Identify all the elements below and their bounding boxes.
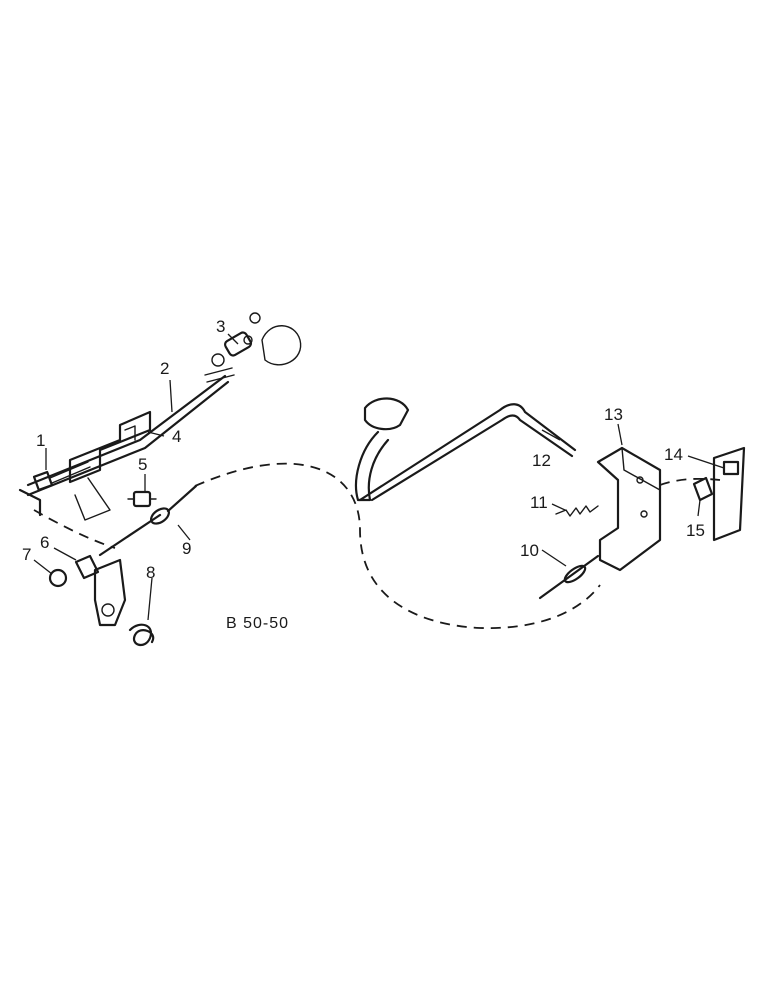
part-13-mount-bracket	[596, 446, 662, 572]
part-5-clamp	[127, 490, 157, 508]
part-9-cable-end	[98, 484, 198, 557]
callout-3: 3	[216, 317, 225, 336]
callout-2: 2	[160, 359, 169, 378]
pivot-mount	[249, 312, 302, 366]
part-10-cable-adjuster	[538, 554, 600, 600]
callout-4: 4	[172, 427, 181, 446]
part-14-plate	[712, 446, 746, 542]
callout-5: 5	[138, 455, 147, 474]
callout-10: 10	[520, 541, 539, 560]
part-3-clevis	[211, 331, 253, 367]
part-8-spring	[128, 623, 155, 647]
callout-14: 14	[664, 445, 683, 464]
part-7-nut	[48, 568, 68, 588]
leader-lines	[33, 333, 725, 621]
lever-arm	[93, 558, 127, 627]
callout-6: 6	[40, 533, 49, 552]
callout-1: 1	[36, 431, 45, 450]
part-2-control-rod	[18, 367, 235, 517]
part-1-nut-bolt	[32, 461, 91, 492]
cable-route-return	[33, 509, 116, 549]
part-11-spring	[555, 505, 599, 517]
callout-8: 8	[146, 563, 155, 582]
part-4-bracket	[68, 410, 152, 521]
cable-route	[194, 462, 601, 629]
callout-7: 7	[22, 545, 31, 564]
callout-15: 15	[686, 521, 705, 540]
callout-9: 9	[182, 539, 191, 558]
callout-13: 13	[604, 405, 623, 424]
part-6-bushing	[74, 554, 100, 580]
callout-11: 11	[530, 493, 548, 512]
callout-12: 12	[532, 451, 551, 470]
diagram-reference-code: B 50-50	[226, 615, 289, 632]
part-15-fastener	[692, 476, 714, 502]
cable-route-right	[659, 477, 721, 486]
part-12-pedal	[354, 397, 577, 502]
